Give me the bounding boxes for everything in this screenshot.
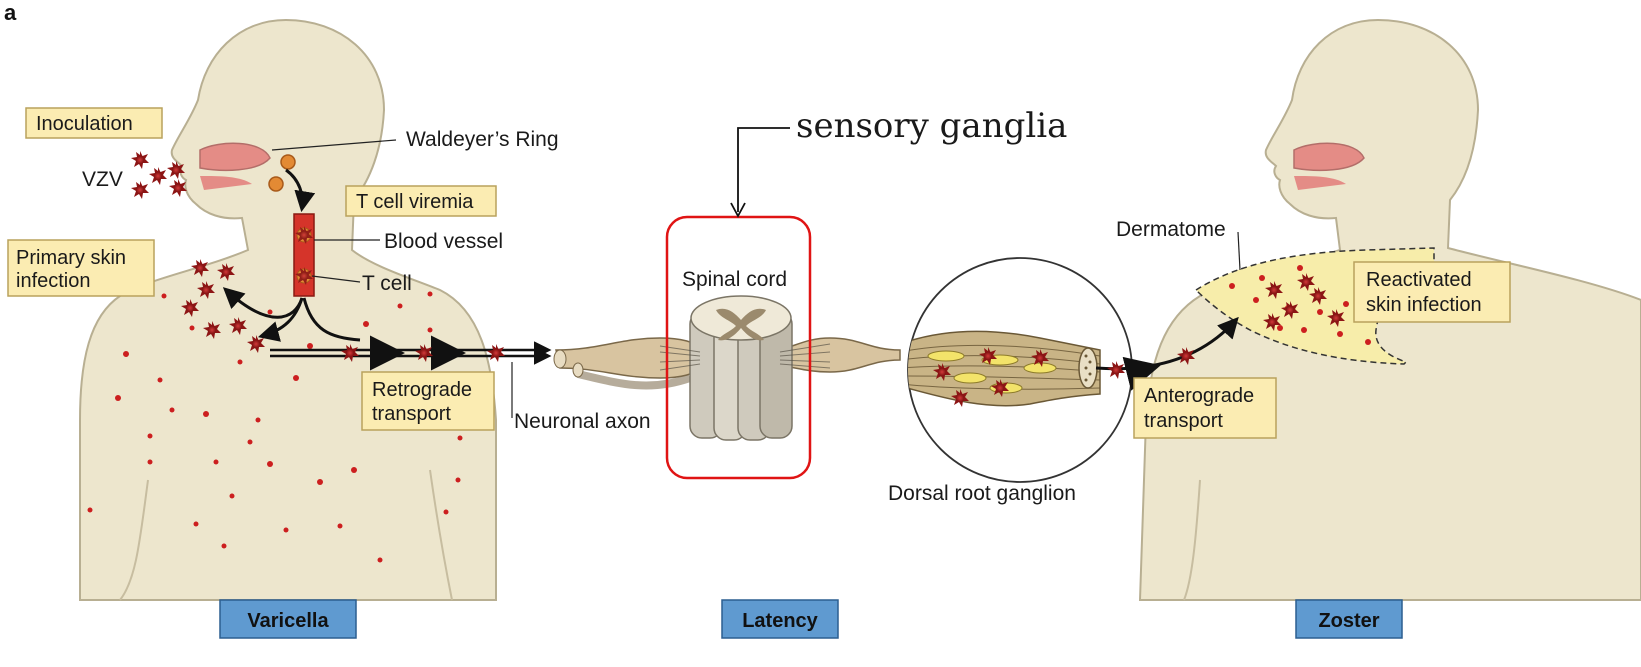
label-neuronal-axon: Neuronal axon bbox=[514, 410, 651, 433]
virus-icon bbox=[131, 151, 149, 169]
svg-text:Reactivated: Reactivated bbox=[1366, 269, 1472, 291]
svg-text:Primary skin: Primary skin bbox=[16, 247, 126, 269]
varicella-figure bbox=[80, 20, 548, 600]
label-spinal-cord: Spinal cord bbox=[682, 268, 787, 291]
svg-text:transport: transport bbox=[372, 403, 451, 425]
stage-label-varicella: Varicella bbox=[220, 600, 356, 638]
virus-icon bbox=[131, 181, 149, 199]
label-anterograde-transport: Anterograde transport bbox=[1134, 378, 1276, 438]
label-sensory-ganglia: sensory ganglia bbox=[796, 106, 1067, 146]
label-vzv: VZV bbox=[82, 168, 123, 191]
svg-text:Inoculation: Inoculation bbox=[36, 113, 133, 135]
label-retrograde-transport: Retrograde transport bbox=[362, 372, 494, 430]
virus-icon bbox=[169, 179, 187, 197]
svg-text:Varicella: Varicella bbox=[247, 610, 329, 632]
svg-text:skin infection: skin infection bbox=[1366, 294, 1482, 316]
svg-text:Latency: Latency bbox=[742, 610, 818, 632]
virus-icon bbox=[149, 167, 167, 185]
waldeyers-ring-dot bbox=[281, 155, 295, 169]
svg-text:infection: infection bbox=[16, 270, 91, 292]
label-waldeyers-ring: Waldeyer’s Ring bbox=[406, 128, 559, 151]
stage-label-zoster: Zoster bbox=[1296, 600, 1402, 638]
label-primary-skin-infection: Primary skin infection bbox=[8, 240, 154, 296]
svg-text:transport: transport bbox=[1144, 410, 1223, 432]
label-dermatome: Dermatome bbox=[1116, 218, 1226, 241]
waldeyers-ring-dot bbox=[269, 177, 283, 191]
sensory-ganglia-arrow bbox=[738, 128, 790, 212]
svg-text:T cell viremia: T cell viremia bbox=[356, 191, 474, 213]
label-t-cell-viremia: T cell viremia bbox=[346, 186, 496, 216]
label-t-cell: T cell bbox=[362, 272, 412, 295]
panel-letter: a bbox=[4, 0, 17, 25]
dorsal-root-ganglion-illustration bbox=[900, 258, 1132, 482]
label-dorsal-root-ganglion: Dorsal root ganglion bbox=[888, 482, 1076, 505]
label-reactivated-skin-infection: Reactivated skin infection bbox=[1354, 262, 1510, 322]
label-inoculation: Inoculation bbox=[26, 108, 162, 138]
virus-icon bbox=[487, 344, 505, 362]
stage-label-latency: Latency bbox=[722, 600, 838, 638]
svg-text:Zoster: Zoster bbox=[1318, 610, 1379, 632]
left-body-silhouette bbox=[80, 20, 496, 600]
svg-text:Retrograde: Retrograde bbox=[372, 379, 472, 401]
label-blood-vessel: Blood vessel bbox=[384, 230, 503, 253]
svg-text:Anterograde: Anterograde bbox=[1144, 385, 1254, 407]
